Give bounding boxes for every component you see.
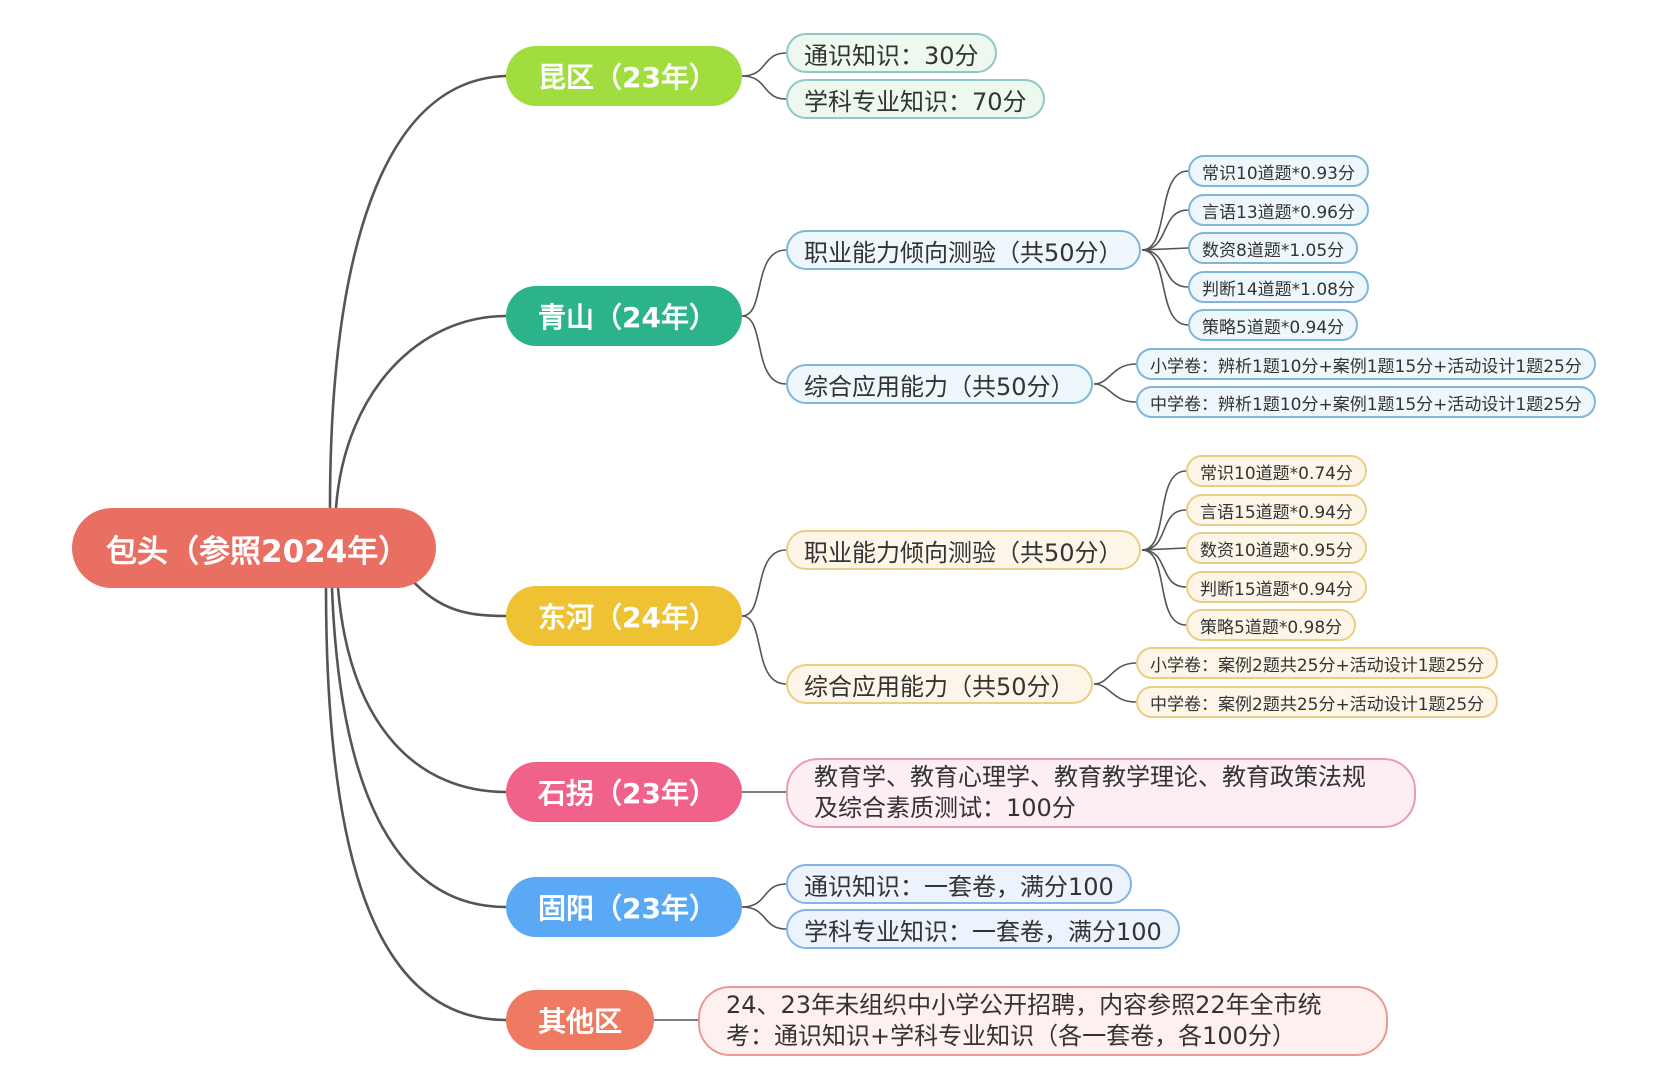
- qingshan-aptitude-sub[interactable]: 判断14道题*1.08分: [1188, 271, 1369, 303]
- edge-root-guyang: [330, 587, 507, 909]
- donghe-aptitude-sub[interactable]: 数资10道题*0.95分: [1186, 532, 1367, 564]
- branch-shiguai[interactable]: 石拐（23年）: [506, 762, 742, 822]
- branch-donghe[interactable]: 东河（24年）: [506, 586, 742, 646]
- edge-root-other: [324, 587, 507, 1022]
- kunqu-item-subject-knowledge[interactable]: 学科专业知识：70分: [786, 79, 1045, 119]
- text-line: 及综合素质测试：100分: [814, 794, 1076, 822]
- qingshan-aptitude-sub[interactable]: 常识10道题*0.93分: [1188, 155, 1369, 187]
- donghe-aptitude-sub[interactable]: 常识10道题*0.74分: [1186, 455, 1367, 487]
- other-exam-content[interactable]: 24、23年未组织中小学公开招聘，内容参照22年全市统 考：通识知识+学科专业知…: [698, 986, 1388, 1056]
- donghe-aptitude-test[interactable]: 职业能力倾向测验（共50分）: [786, 530, 1141, 570]
- donghe-aptitude-sub[interactable]: 言语15道题*0.94分: [1186, 494, 1367, 526]
- branch-qingshan[interactable]: 青山（24年）: [506, 286, 742, 346]
- guyang-item-general-knowledge[interactable]: 通识知识：一套卷，满分100: [786, 864, 1132, 904]
- qingshan-aptitude-test[interactable]: 职业能力倾向测验（共50分）: [786, 230, 1141, 270]
- donghe-applied-secondary[interactable]: 中学卷：案例2题共25分+活动设计1题25分: [1136, 686, 1499, 718]
- shiguai-exam-text: 教育学、教育心理学、教育教学理论、教育政策法规 及综合素质测试：100分: [814, 762, 1366, 824]
- edge-root-kunqu: [328, 74, 507, 509]
- qingshan-applied-ability[interactable]: 综合应用能力（共50分）: [786, 364, 1093, 404]
- qingshan-aptitude-sub[interactable]: 策略5道题*0.94分: [1188, 309, 1359, 341]
- edge-root-donghe: [409, 577, 507, 618]
- other-exam-text: 24、23年未组织中小学公开招聘，内容参照22年全市统 考：通识知识+学科专业知…: [726, 990, 1322, 1052]
- guyang-item-subject-knowledge[interactable]: 学科专业知识：一套卷，满分100: [786, 909, 1180, 949]
- shiguai-exam-content[interactable]: 教育学、教育心理学、教育教学理论、教育政策法规 及综合素质测试：100分: [786, 758, 1416, 828]
- kunqu-item-general-knowledge[interactable]: 通识知识：30分: [786, 33, 997, 73]
- qingshan-applied-secondary[interactable]: 中学卷：辨析1题10分+案例1题15分+活动设计1题25分: [1136, 386, 1596, 418]
- branch-guyang[interactable]: 固阳（23年）: [506, 877, 742, 937]
- branch-kunqu[interactable]: 昆区（23年）: [506, 46, 742, 106]
- edge-root-shiguai: [336, 587, 507, 794]
- donghe-applied-primary[interactable]: 小学卷：案例2题共25分+活动设计1题25分: [1136, 647, 1499, 679]
- donghe-applied-ability[interactable]: 综合应用能力（共50分）: [786, 664, 1093, 704]
- text-line: 24、23年未组织中小学公开招聘，内容参照22年全市统: [726, 991, 1322, 1019]
- qingshan-aptitude-sub[interactable]: 数资8道题*1.05分: [1188, 232, 1359, 264]
- donghe-aptitude-sub[interactable]: 判断15道题*0.94分: [1186, 571, 1367, 603]
- qingshan-applied-primary[interactable]: 小学卷：辨析1题10分+案例1题15分+活动设计1题25分: [1136, 348, 1596, 380]
- edge-root-qingshan: [334, 314, 507, 509]
- text-line: 教育学、教育心理学、教育教学理论、教育政策法规: [814, 763, 1366, 791]
- qingshan-aptitude-sub[interactable]: 言语13道题*0.96分: [1188, 194, 1369, 226]
- root-node[interactable]: 包头（参照2024年）: [72, 508, 436, 588]
- branch-other[interactable]: 其他区: [506, 990, 654, 1050]
- text-line: 考：通识知识+学科专业知识（各一套卷，各100分）: [726, 1022, 1296, 1050]
- donghe-aptitude-sub[interactable]: 策略5道题*0.98分: [1186, 609, 1357, 641]
